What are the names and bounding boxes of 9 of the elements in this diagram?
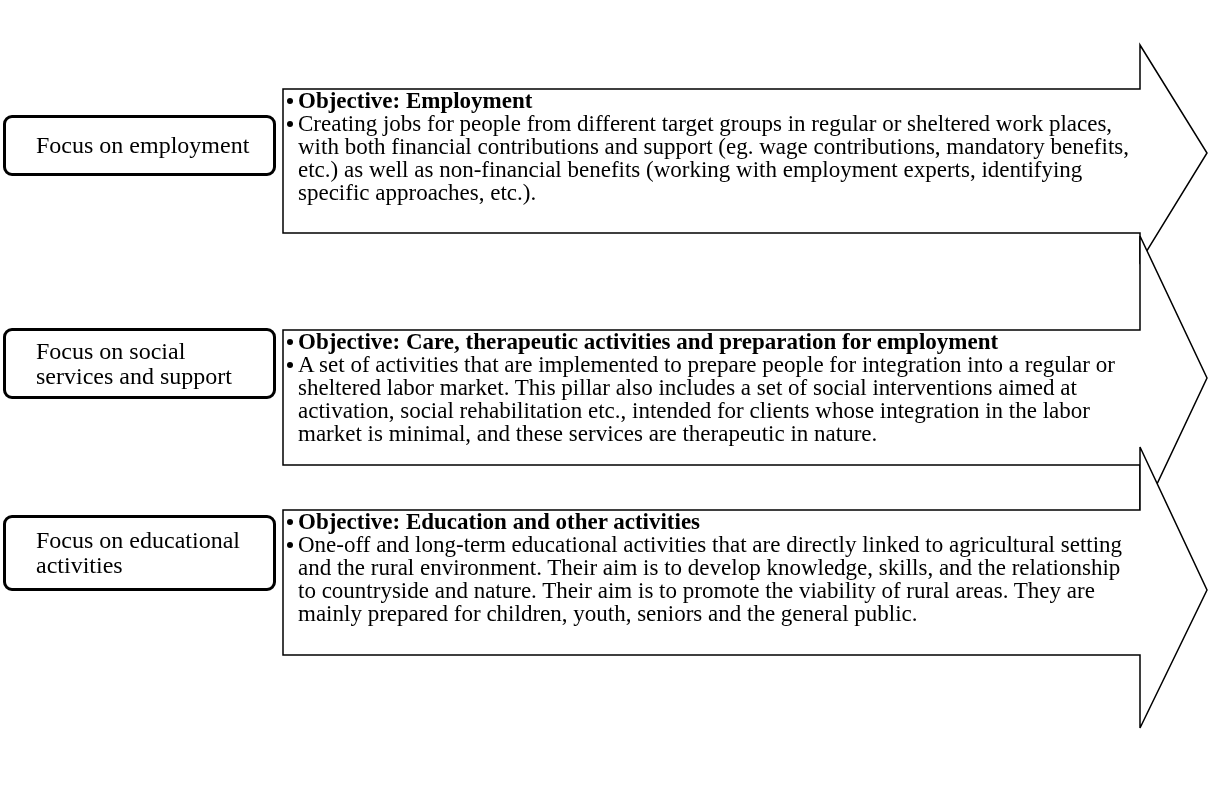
focus-box [3, 515, 276, 591]
objective-heading: Objective: Employment [298, 88, 533, 113]
focus-label: Focus on employment [36, 133, 250, 158]
objective-heading: Objective: Education and other activities [298, 509, 701, 534]
focus-label: Focus on social services and support [36, 338, 233, 389]
focus-box [3, 115, 276, 176]
focus-label: Focus on educational activities [36, 528, 241, 578]
objective-heading: Objective: Care, therapeutic activities and preparation for employment [298, 329, 999, 354]
focus-box [3, 328, 276, 399]
